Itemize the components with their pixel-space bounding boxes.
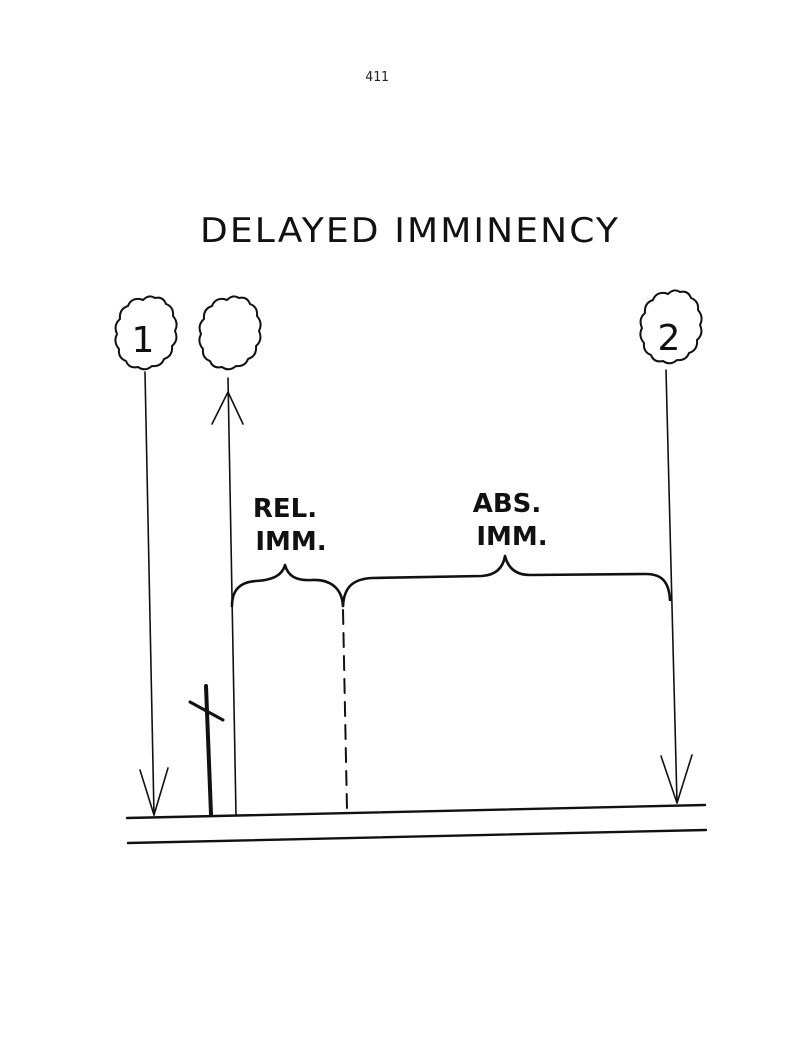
page-number: 411 bbox=[365, 70, 389, 85]
cloud-2-icon bbox=[639, 289, 703, 365]
event-2-label: 2 bbox=[658, 318, 681, 359]
dashed-divider bbox=[342, 609, 348, 811]
diagram-title: DELAYED IMMINENCY bbox=[200, 211, 620, 251]
cloud-1-icon bbox=[114, 295, 178, 371]
arrow-down-2-icon bbox=[660, 369, 693, 804]
absolute-imminency-label-line2: IMM. bbox=[476, 522, 547, 552]
relative-imminency-label-line1: REL. bbox=[253, 494, 317, 524]
relative-imminency-label-line2: IMM. bbox=[255, 527, 326, 557]
absolute-imminency-brace bbox=[341, 554, 672, 608]
ground-line-top bbox=[125, 803, 707, 820]
absolute-imminency-label-line1: ABS. bbox=[473, 489, 542, 519]
ground-line-bottom bbox=[126, 828, 708, 845]
relative-imminency-brace bbox=[230, 563, 345, 608]
arrow-up-icon bbox=[211, 377, 244, 816]
rapture-cloud-icon bbox=[198, 295, 262, 371]
arrow-down-1-icon bbox=[139, 371, 169, 816]
event-1-label: 1 bbox=[132, 320, 155, 361]
cross-icon bbox=[188, 684, 225, 816]
